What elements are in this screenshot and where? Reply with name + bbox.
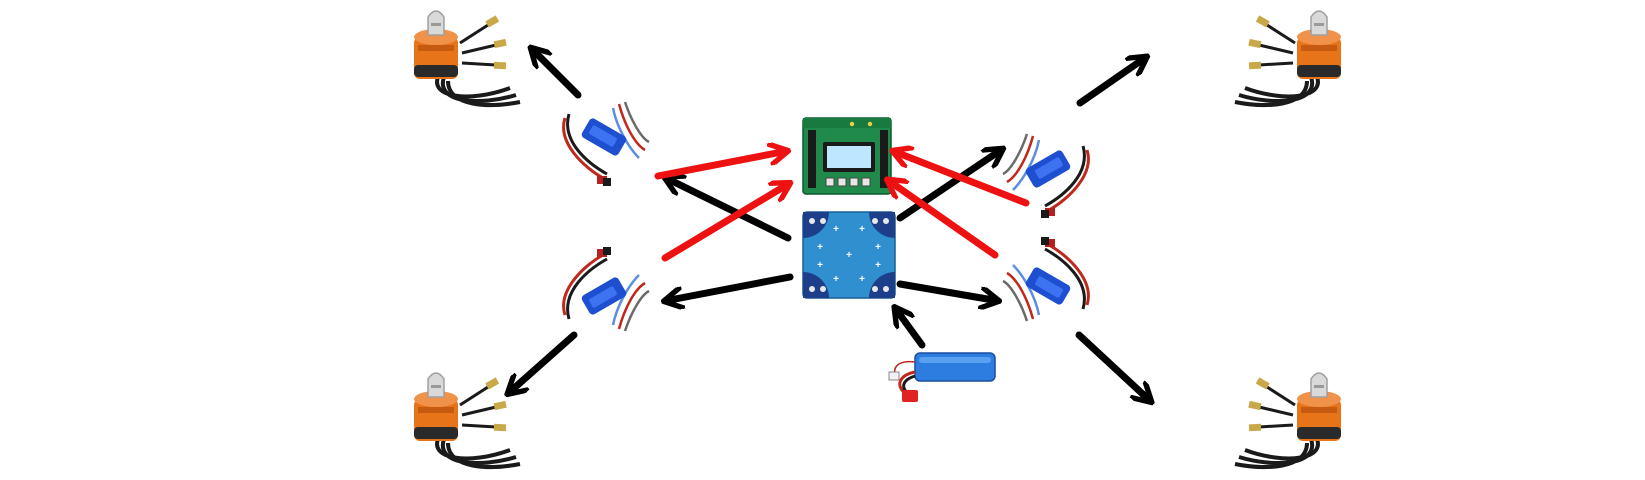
signal-esc-front-right-to-fc [898,153,1030,207]
arrow-esc-to-motor-rear-left [512,331,578,390]
brushless-motor-icon [1233,9,1343,108]
arrow-esc-to-motor-front-left [535,52,582,99]
lipo-battery-icon [888,352,996,402]
svg-text:+: + [833,274,839,285]
arrow-esc-to-motor-rear-right [1075,331,1147,398]
power-arrows [512,52,1147,398]
svg-text:+: + [859,274,865,285]
signal-esc-rear-left-to-fc [661,186,785,262]
brushless-motor-icon [1233,371,1343,470]
esc-icon [1001,235,1090,323]
signal-arrows [654,152,1030,262]
svg-text:+: + [859,224,865,235]
svg-text:+: + [833,224,839,235]
svg-text:+: + [875,242,881,253]
esc-icon [562,245,651,333]
svg-text:+: + [817,242,823,253]
brushless-motor-icon [412,9,522,108]
esc-icon [1001,132,1090,220]
arrow-pdb-to-esc-front-right [896,152,998,222]
arrow-battery-to-pdb [898,312,926,349]
arrow-pdb-to-esc-rear-left [670,273,794,300]
arrow-esc-to-motor-front-right [1076,60,1142,107]
svg-text:+: + [817,260,823,271]
brushless-motor-icon [412,371,522,470]
arrow-pdb-to-fc [670,180,792,242]
esc-icon [562,100,651,188]
power-distribution-board-icon: + + + + + + + + + [802,211,896,299]
arrow-pdb-to-esc-rear-right [896,280,993,300]
svg-text:+: + [846,250,852,261]
flight-controller-board-icon [802,117,892,195]
svg-text:+: + [875,260,881,271]
signal-esc-front-left-to-fc [654,152,782,180]
signal-esc-rear-right-to-fc [892,183,999,259]
